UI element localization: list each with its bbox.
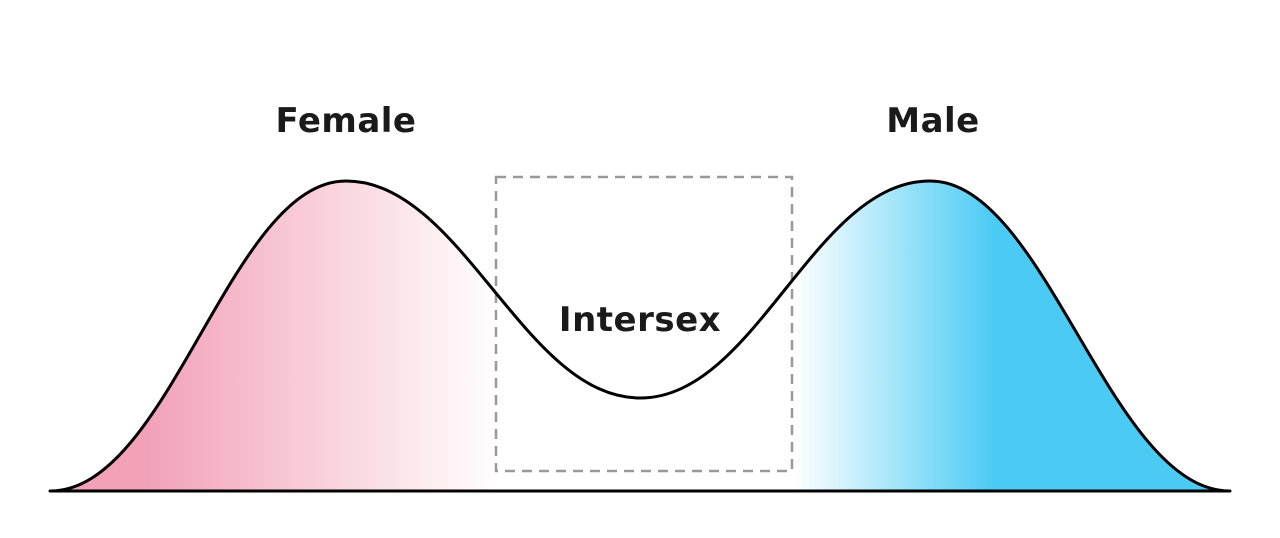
distribution-curve [48, 179, 1232, 493]
intersex-label: Intersex [558, 300, 722, 340]
female-label: Female [275, 101, 417, 141]
distribution-fill [50, 181, 1230, 491]
intersex-dashed-box [494, 175, 794, 473]
male-label: Male [886, 101, 980, 141]
